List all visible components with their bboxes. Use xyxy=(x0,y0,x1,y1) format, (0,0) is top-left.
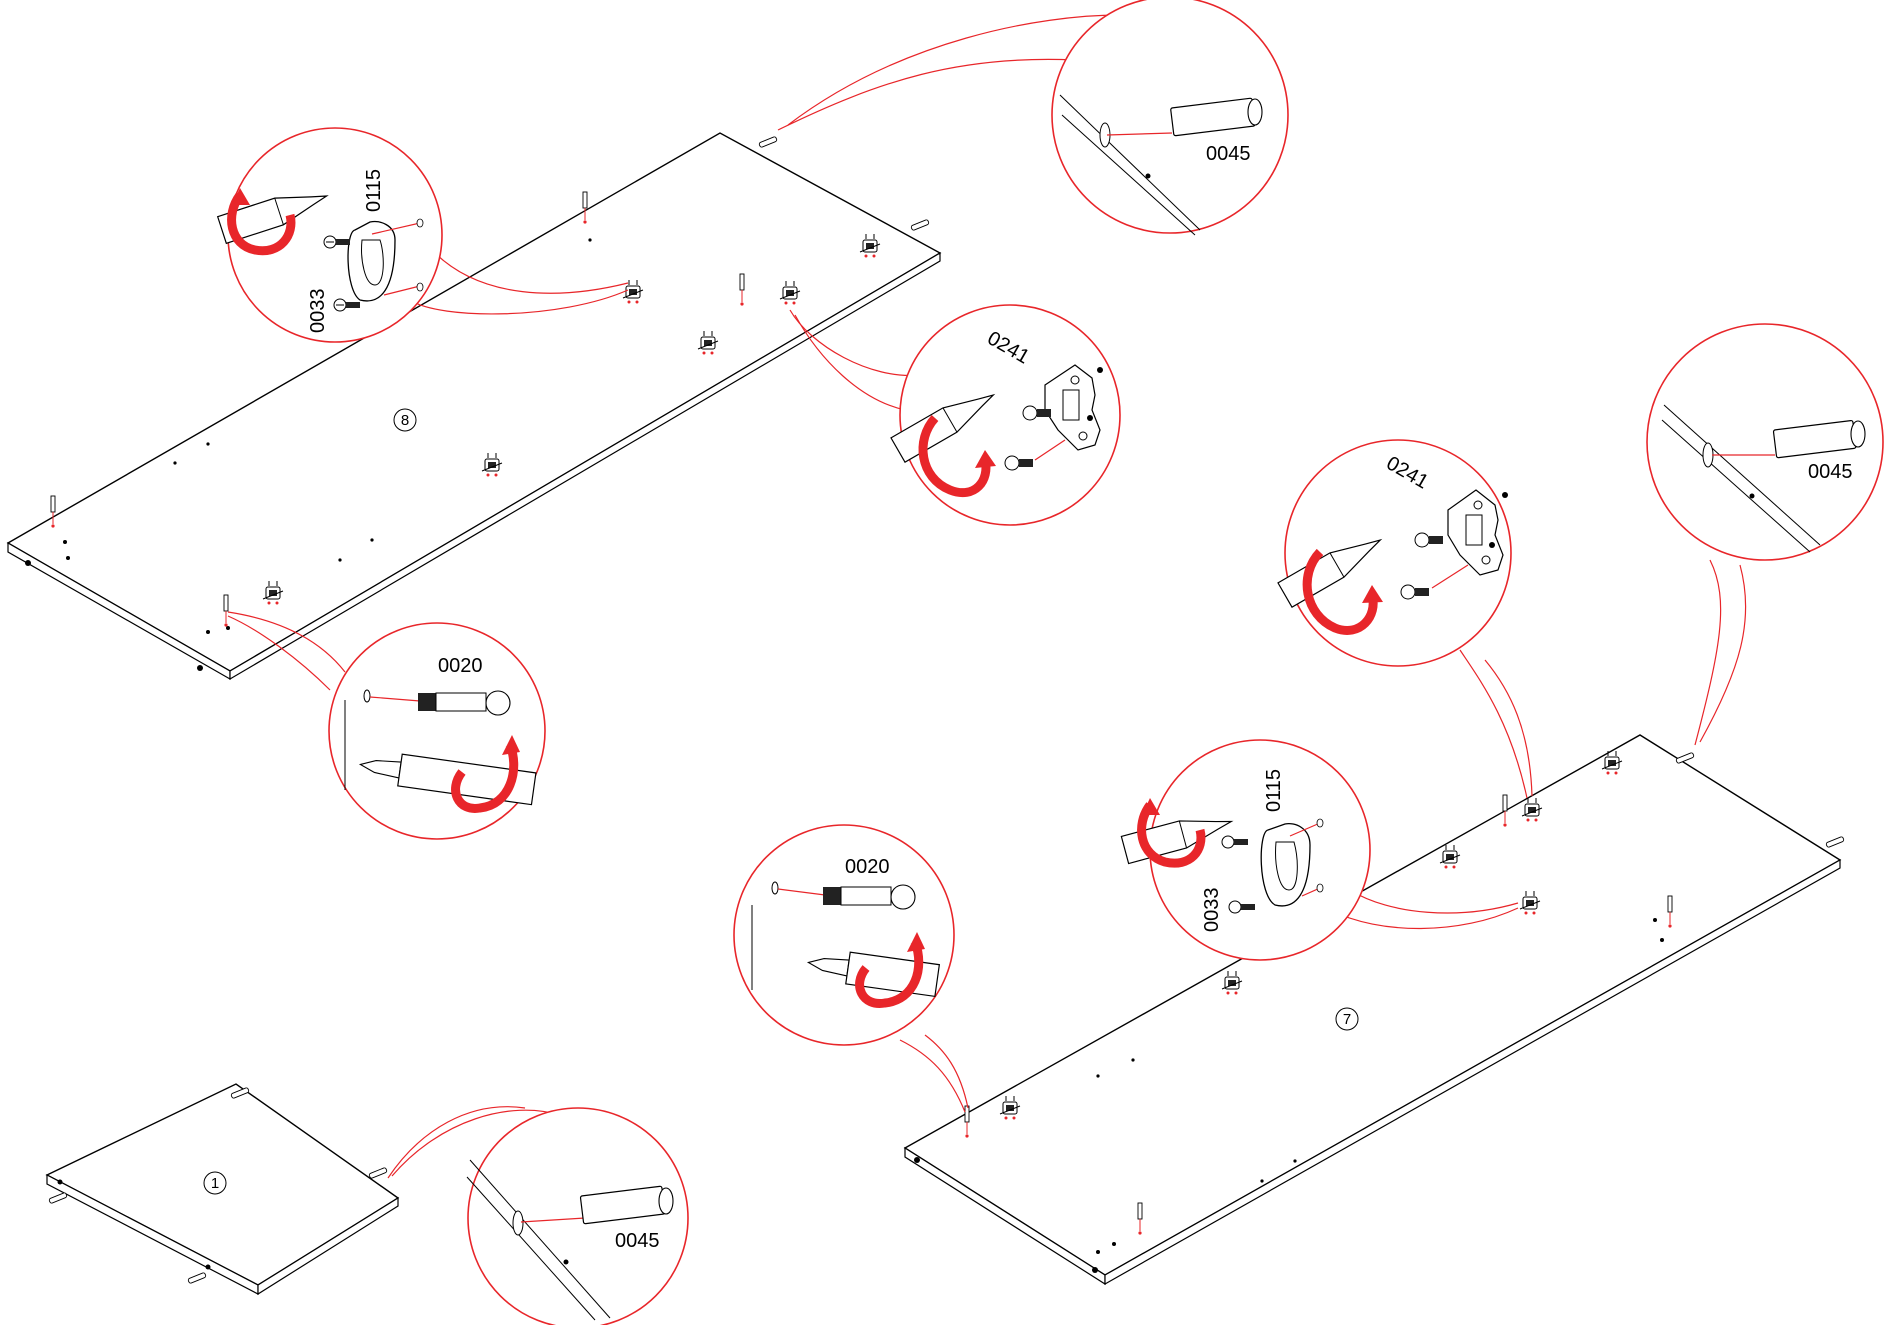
screw-icon xyxy=(1022,405,1051,421)
label-0033-top: 0033 xyxy=(307,289,329,334)
label-0115-top: 0115 xyxy=(363,169,385,212)
screw-icon xyxy=(1414,532,1443,548)
panel-number-1: 1 xyxy=(211,1175,219,1192)
label-0033-right: 0033 xyxy=(1201,888,1223,933)
panel-7: 7 xyxy=(903,734,1845,1286)
label-0045-bottom: 0045 xyxy=(615,1230,660,1252)
screw-icon xyxy=(1228,900,1255,914)
screw-icon xyxy=(333,298,360,312)
panel-1: 1 xyxy=(45,1083,400,1296)
panel-number-8: 8 xyxy=(401,412,409,429)
screw-icon xyxy=(1221,835,1248,849)
callout-cam-right: 0020 xyxy=(733,824,969,1113)
panel-number-8-ring xyxy=(393,408,417,432)
screw-icon xyxy=(1400,584,1429,600)
panel-8: 8 xyxy=(6,132,942,681)
callout-rail-top: 0115 0033 xyxy=(217,127,629,343)
callout-dowel-top: 0045 xyxy=(777,0,1289,236)
screw-icon xyxy=(1004,455,1033,471)
panel-number-7-ring xyxy=(1335,1007,1359,1031)
label-0045-right: 0045 xyxy=(1808,461,1853,483)
callout-dowel-right: 0045 xyxy=(1646,323,1884,746)
callout-hinge-top: 0241 xyxy=(789,304,1121,526)
panel-number-7: 7 xyxy=(1343,1011,1351,1028)
callout-hinge-right: 0241 xyxy=(1277,439,1533,799)
panel-number-1-ring xyxy=(203,1171,227,1195)
label-0045-top: 0045 xyxy=(1206,143,1251,165)
screw-icon xyxy=(323,235,350,249)
callout-dowel-bottom: 0045 xyxy=(387,1106,689,1325)
label-0020-right: 0020 xyxy=(845,856,890,878)
callout-rail-right: 0115 0033 xyxy=(1120,739,1519,961)
label-0115-right: 0115 xyxy=(1263,769,1285,812)
label-0020-top: 0020 xyxy=(438,655,483,677)
callout-cam-top: 0020 xyxy=(227,611,546,840)
